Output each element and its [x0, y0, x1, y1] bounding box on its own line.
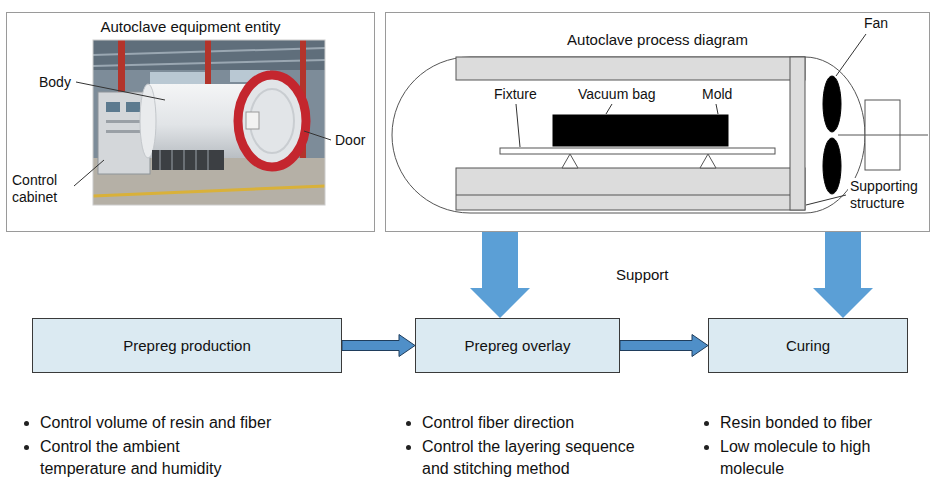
leader-line: [516, 34, 866, 205]
autoclave-photo: [93, 186, 325, 196]
bullet-note: Control the layering sequence and stitch…: [402, 436, 649, 480]
arrow-note: Support: [614, 266, 671, 283]
part-label: Control cabinet: [10, 172, 72, 206]
part-label: Mold: [700, 86, 734, 103]
support-arrow: [470, 232, 530, 318]
leader-line: [606, 104, 612, 114]
leader-line: [806, 195, 846, 205]
leader-line: [76, 82, 165, 100]
autoclave-schematic: [456, 168, 805, 210]
autoclave-photo: [93, 40, 325, 205]
node-text: Autoclave process diagram: [386, 31, 929, 49]
autoclave-schematic: [553, 115, 728, 146]
leader-line: [74, 160, 104, 186]
part-label: Fan: [862, 15, 890, 32]
node-text: Prepreg production: [123, 337, 251, 355]
autoclave-schematic: [500, 148, 775, 154]
autoclave-photo: [160, 150, 208, 170]
flow-arrow: [620, 335, 708, 357]
node-text: Curing: [786, 337, 830, 355]
autoclave-photo: [93, 40, 325, 205]
bullet-note: Low molecule to high molecule: [700, 436, 912, 480]
autoclave-schematic: [392, 57, 928, 213]
bullet-note: Resin bonded to fiber: [700, 412, 925, 434]
part-label: Body: [37, 74, 73, 91]
photo-frame: [93, 40, 325, 205]
support-arrow: [813, 232, 873, 318]
flow-arrow: [342, 335, 415, 357]
leader-line: [516, 104, 520, 147]
autoclave-photo: [106, 130, 140, 133]
node-text: Prepreg overlay: [465, 337, 571, 355]
bullet-note: Control fiber direction: [402, 412, 702, 434]
node-text: Autoclave equipment entity: [7, 18, 374, 36]
part-label: Supporting structure: [848, 178, 926, 212]
autoclave-schematic: [456, 57, 805, 80]
process-box: Curing: [708, 318, 908, 373]
autoclave-photo: [126, 102, 140, 112]
process-box: Prepreg overlay: [415, 318, 620, 373]
part-label: Vacuum bag: [576, 86, 658, 103]
process-box: Prepreg production: [32, 318, 342, 373]
autoclave-schematic: [823, 76, 841, 132]
autoclave-schematic: [823, 138, 841, 194]
bullet-note: Control volume of resin and fiber: [20, 412, 360, 434]
bullet-note: Control the ambient temperature and humi…: [20, 436, 250, 480]
autoclave-schematic: [838, 135, 928, 136]
part-label: Door: [333, 132, 367, 149]
autoclave-schematic: [790, 57, 805, 210]
leader-line: [304, 131, 331, 140]
autoclave-photo: [106, 120, 140, 123]
autoclave-schematic: [392, 57, 865, 213]
part-label: Fixture: [492, 86, 539, 103]
autoclave-photo: [238, 75, 306, 167]
autoclave-photo: [106, 102, 120, 112]
leader-line: [716, 104, 718, 114]
autoclave-schematic: [562, 154, 716, 168]
autoclave-photo: [150, 72, 210, 84]
autoclave-photo: [152, 150, 224, 170]
autoclave-schematic: [456, 195, 805, 196]
leader-line: [74, 82, 331, 186]
autoclave-photo: [246, 112, 259, 129]
leader-line: [836, 34, 866, 76]
